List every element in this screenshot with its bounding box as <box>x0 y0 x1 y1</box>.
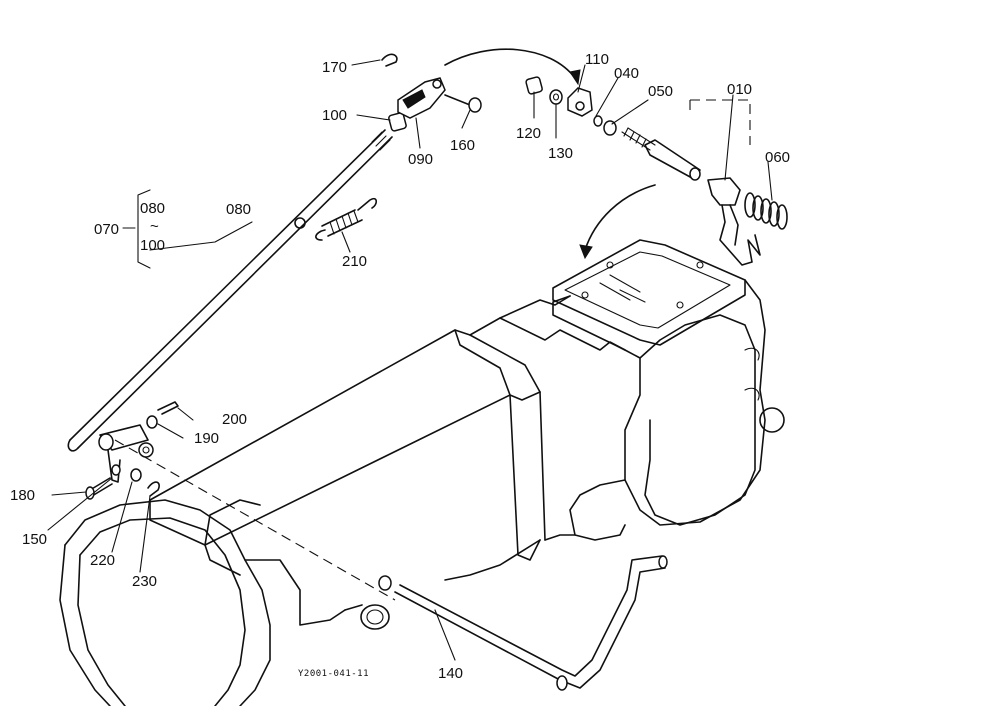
spring-210 <box>315 197 378 241</box>
label-100: 100 <box>322 107 348 124</box>
transmission-case <box>59 239 785 706</box>
washer-top <box>138 442 154 458</box>
group-bracket <box>137 189 151 269</box>
shift-arm-010 <box>621 127 761 266</box>
label-210: 210 <box>342 253 368 270</box>
label-120: 120 <box>516 125 542 142</box>
clip-170 <box>381 53 398 67</box>
rod-080 <box>67 129 393 452</box>
clip-230 <box>147 481 160 497</box>
nut-120 <box>525 76 543 95</box>
label-090: 090 <box>408 151 434 168</box>
arrow-head <box>569 69 581 86</box>
clevis-090 <box>397 77 446 119</box>
label-180: 180 <box>10 487 36 504</box>
nut-100 <box>388 112 407 132</box>
assembly-line <box>114 439 396 601</box>
spring-060 <box>744 192 788 230</box>
install-arrow-head <box>579 244 593 260</box>
washer-190 <box>146 415 158 429</box>
label-070: 070 <box>94 221 120 238</box>
label-110: 110 <box>585 51 609 68</box>
washer-220 <box>130 468 142 482</box>
assembly-line <box>690 99 751 145</box>
label-130: 130 <box>548 145 574 162</box>
label-230: 230 <box>132 573 158 590</box>
label-010: 010 <box>727 81 753 98</box>
pin-180 <box>85 477 113 500</box>
label-140: 140 <box>438 665 464 682</box>
pin-200 <box>157 401 179 415</box>
pin-160 <box>444 94 482 113</box>
label-190: 190 <box>194 430 220 447</box>
arrow <box>444 48 576 79</box>
leader-lines <box>47 59 773 661</box>
ring-040 <box>593 115 603 127</box>
label-200: 200 <box>222 411 248 428</box>
rod-140 <box>378 555 668 691</box>
lever-150 <box>98 424 149 483</box>
washer-130 <box>549 89 563 105</box>
label-050: 050 <box>648 83 674 100</box>
label-160: 160 <box>450 137 476 154</box>
install-arrow <box>584 184 656 251</box>
label-060: 060 <box>765 149 791 166</box>
group-tilde: ~ <box>150 218 159 235</box>
label-150: 150 <box>22 531 48 548</box>
label-220: 220 <box>90 552 116 569</box>
washer-050 <box>603 120 617 136</box>
clevis-110 <box>567 87 593 117</box>
group-label-100: 100 <box>140 237 166 254</box>
figure-code: Y2001-041-11 <box>298 669 370 679</box>
label-170: 170 <box>322 59 348 76</box>
group-label-080: 080 <box>140 200 166 217</box>
label-040: 040 <box>614 65 640 82</box>
label-080: 080 <box>226 201 252 218</box>
